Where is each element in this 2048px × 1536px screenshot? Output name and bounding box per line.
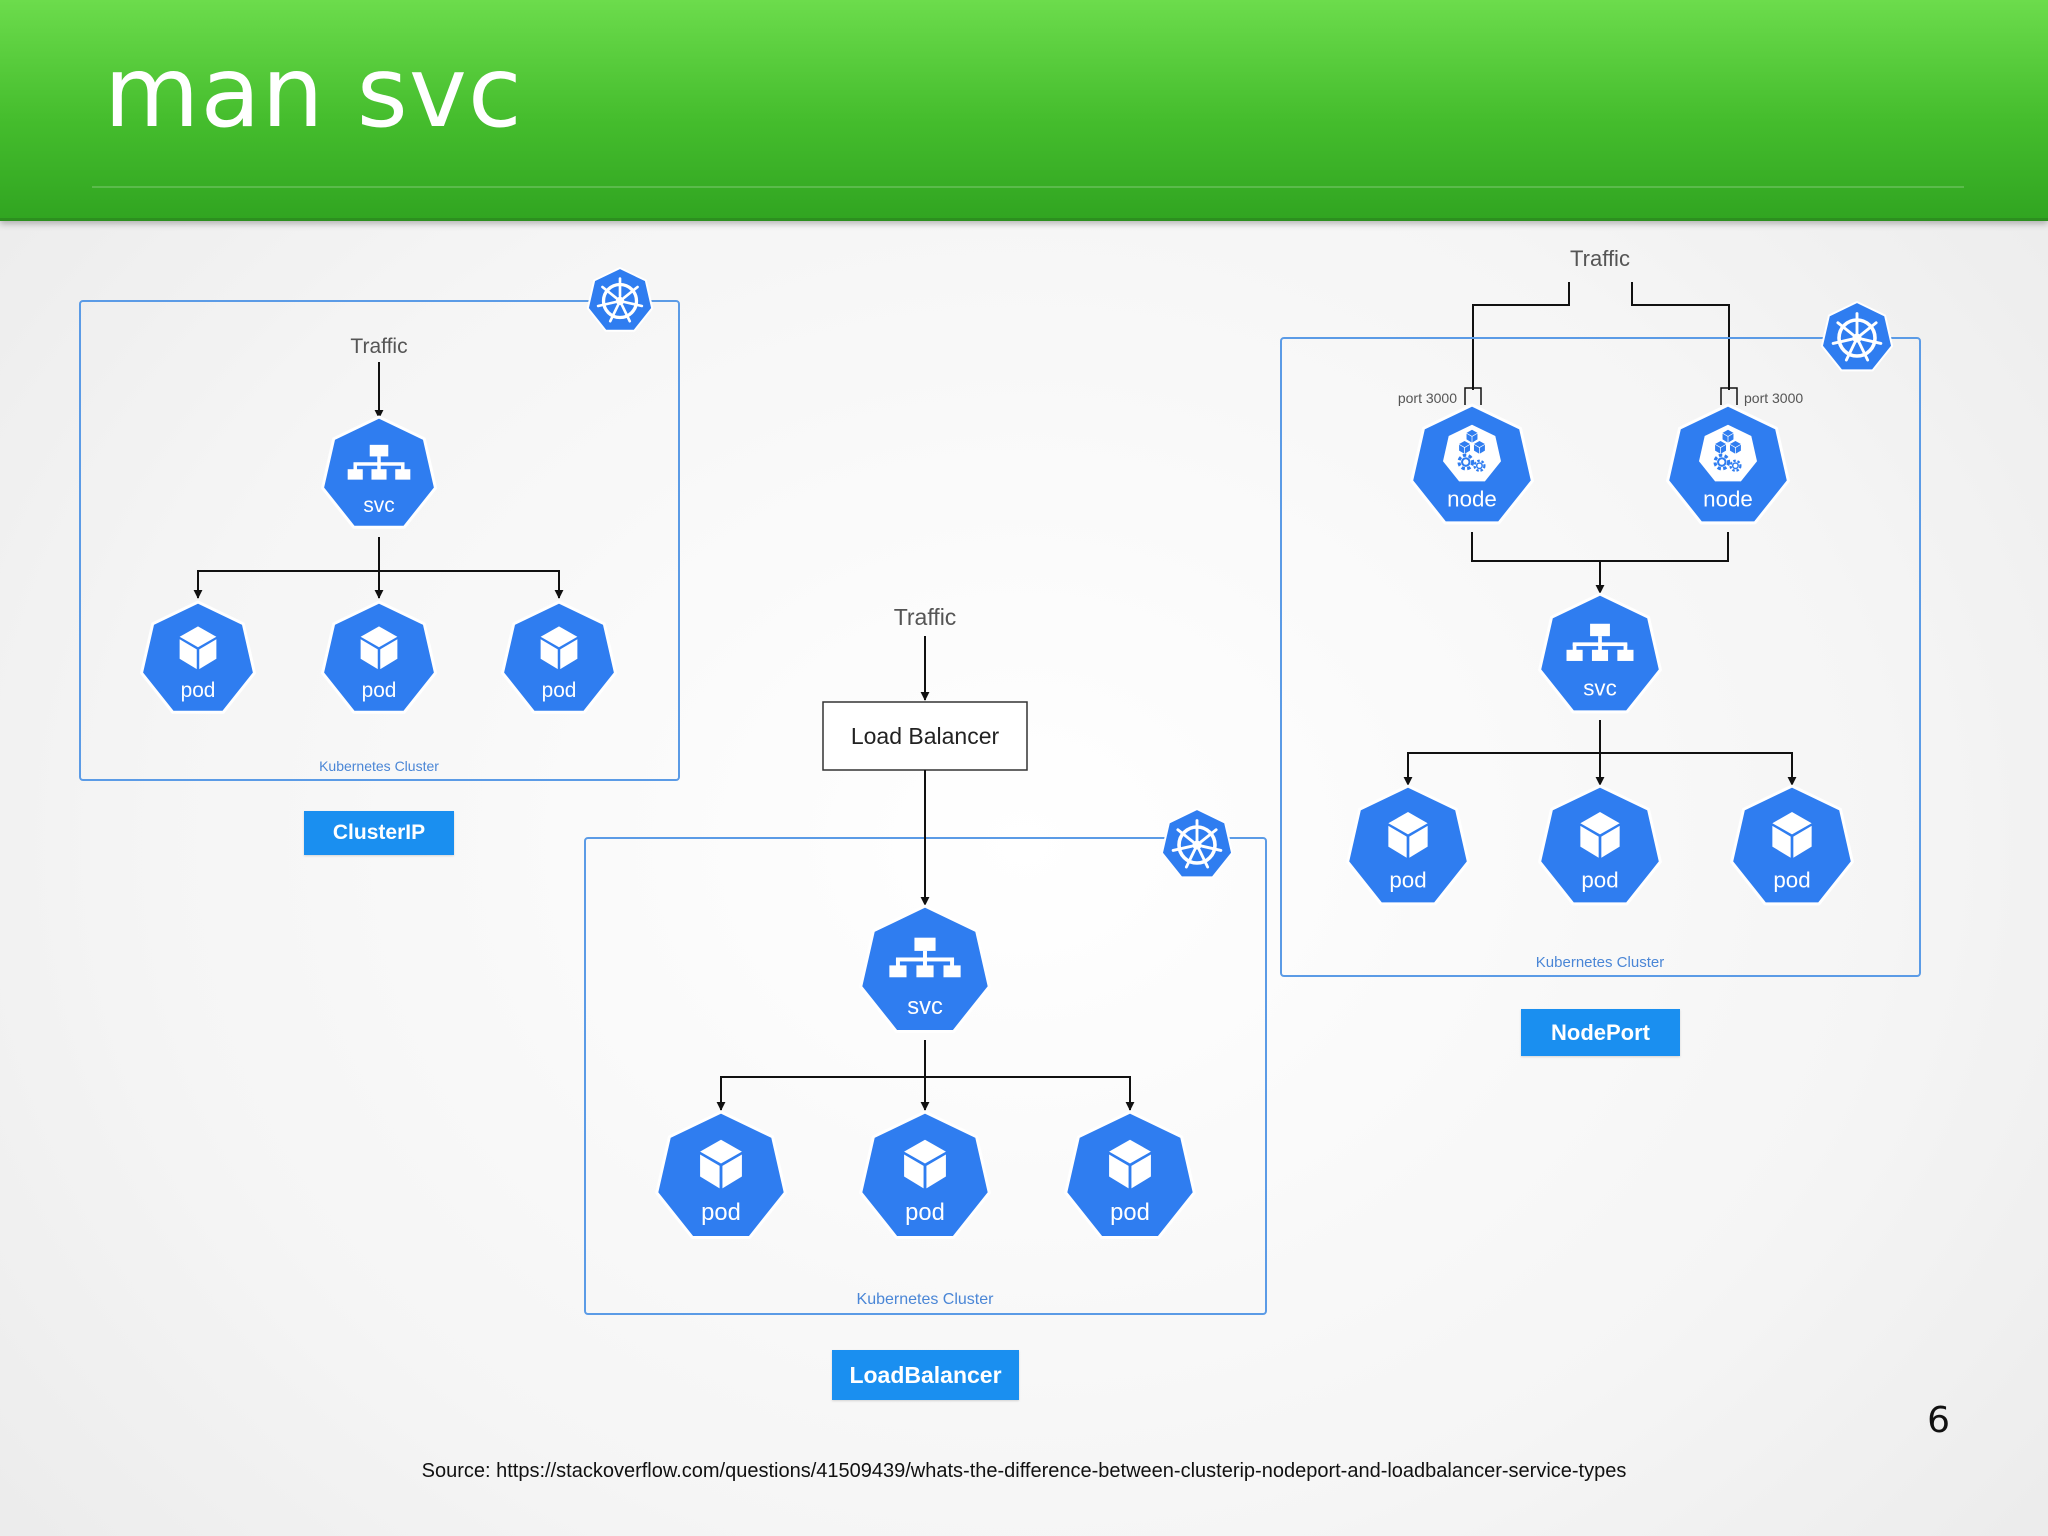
- load-balancer-box: [822, 701, 1028, 771]
- loadbalancer-helm-icon: [1160, 807, 1234, 879]
- nodeport-node-icon: node: [1410, 403, 1534, 525]
- svc-label: svc: [363, 494, 394, 517]
- loadbalancer-pod-icon: pod: [655, 1110, 787, 1239]
- pod-label: pod: [1581, 868, 1618, 893]
- pod-label: pod: [1110, 1199, 1150, 1226]
- nodeport-traffic-label: Traffic: [1570, 246, 1630, 271]
- loadbalancer-svc-icon: svc: [859, 904, 991, 1033]
- slide-title: man svc: [104, 36, 523, 150]
- nodeport-pod-icon: pod: [1346, 784, 1470, 906]
- pod-label: pod: [905, 1199, 945, 1226]
- clusterip-cluster-frame: [79, 300, 680, 781]
- clusterip-svc-icon: svc: [321, 415, 437, 529]
- pod-label: pod: [362, 679, 397, 702]
- pod-label: pod: [701, 1199, 741, 1226]
- clusterip-pod-icon: pod: [140, 600, 256, 714]
- nodeport-svc-icon: svc: [1538, 592, 1662, 714]
- title-rule: [92, 186, 1964, 188]
- page-number: 6: [1927, 1400, 1950, 1441]
- nodeport-port-markers: [1464, 387, 1738, 405]
- loadbalancer-pod-icon: pod: [1064, 1110, 1196, 1239]
- nodeport-traffic-connectors: [1472, 282, 1730, 390]
- nodeport-node-icon: node: [1666, 403, 1790, 525]
- clusterip-diagram: Traffic svc pod pod pod Kubernetes Clust…: [79, 266, 680, 781]
- nodeport-port-label: port 3000: [1744, 390, 1803, 406]
- nodeport-cluster-label: Kubernetes Cluster: [1536, 954, 1664, 971]
- clusterip-helm-icon: [586, 266, 654, 332]
- loadbalancer-connectors: [716, 1040, 1135, 1111]
- pod-label: pod: [181, 679, 216, 702]
- node-label: node: [1447, 487, 1497, 512]
- clusterip-pod-icon: pod: [501, 600, 617, 714]
- clusterip-cluster-label: Kubernetes Cluster: [319, 758, 439, 774]
- loadbalancer-diagram: Traffic Load Balancer svc pod pod pod Ku…: [584, 604, 1267, 1315]
- nodeport-port-label: port 3000: [1398, 390, 1457, 406]
- nodeport-pod-icon: pod: [1730, 784, 1854, 906]
- pod-label: pod: [1773, 868, 1810, 893]
- load-balancer-label: Load Balancer: [851, 723, 1000, 749]
- title-bar: man svc: [0, 0, 2048, 221]
- nodeport-pod-icon: pod: [1538, 784, 1662, 906]
- svc-label: svc: [907, 993, 943, 1020]
- pod-label: pod: [542, 679, 577, 702]
- clusterip-pod-icon: pod: [321, 600, 437, 714]
- clusterip-badge: ClusterIP: [304, 811, 454, 855]
- nodeport-svc-connectors: [1403, 720, 1797, 786]
- node-label: node: [1703, 487, 1753, 512]
- nodeport-node-connectors: [1471, 532, 1729, 594]
- loadbalancer-pod-icon: pod: [859, 1110, 991, 1239]
- nodeport-cluster-frame: [1280, 337, 1921, 977]
- pod-label: pod: [1389, 868, 1426, 893]
- nodeport-badge: NodePort: [1521, 1009, 1680, 1056]
- source-citation: Source: https://stackoverflow.com/questi…: [421, 1460, 1627, 1482]
- nodeport-diagram: Traffic port 3000 port 3000 node node sv…: [1280, 246, 1921, 977]
- loadbalancer-badge: LoadBalancer: [832, 1350, 1019, 1400]
- loadbalancer-traffic-label: Traffic: [894, 604, 957, 630]
- nodeport-helm-icon: [1820, 300, 1894, 372]
- clusterip-connectors: [193, 537, 564, 599]
- loadbalancer-cluster-label: Kubernetes Cluster: [857, 1291, 995, 1308]
- clusterip-traffic-label: Traffic: [350, 335, 407, 358]
- svc-label: svc: [1583, 676, 1616, 701]
